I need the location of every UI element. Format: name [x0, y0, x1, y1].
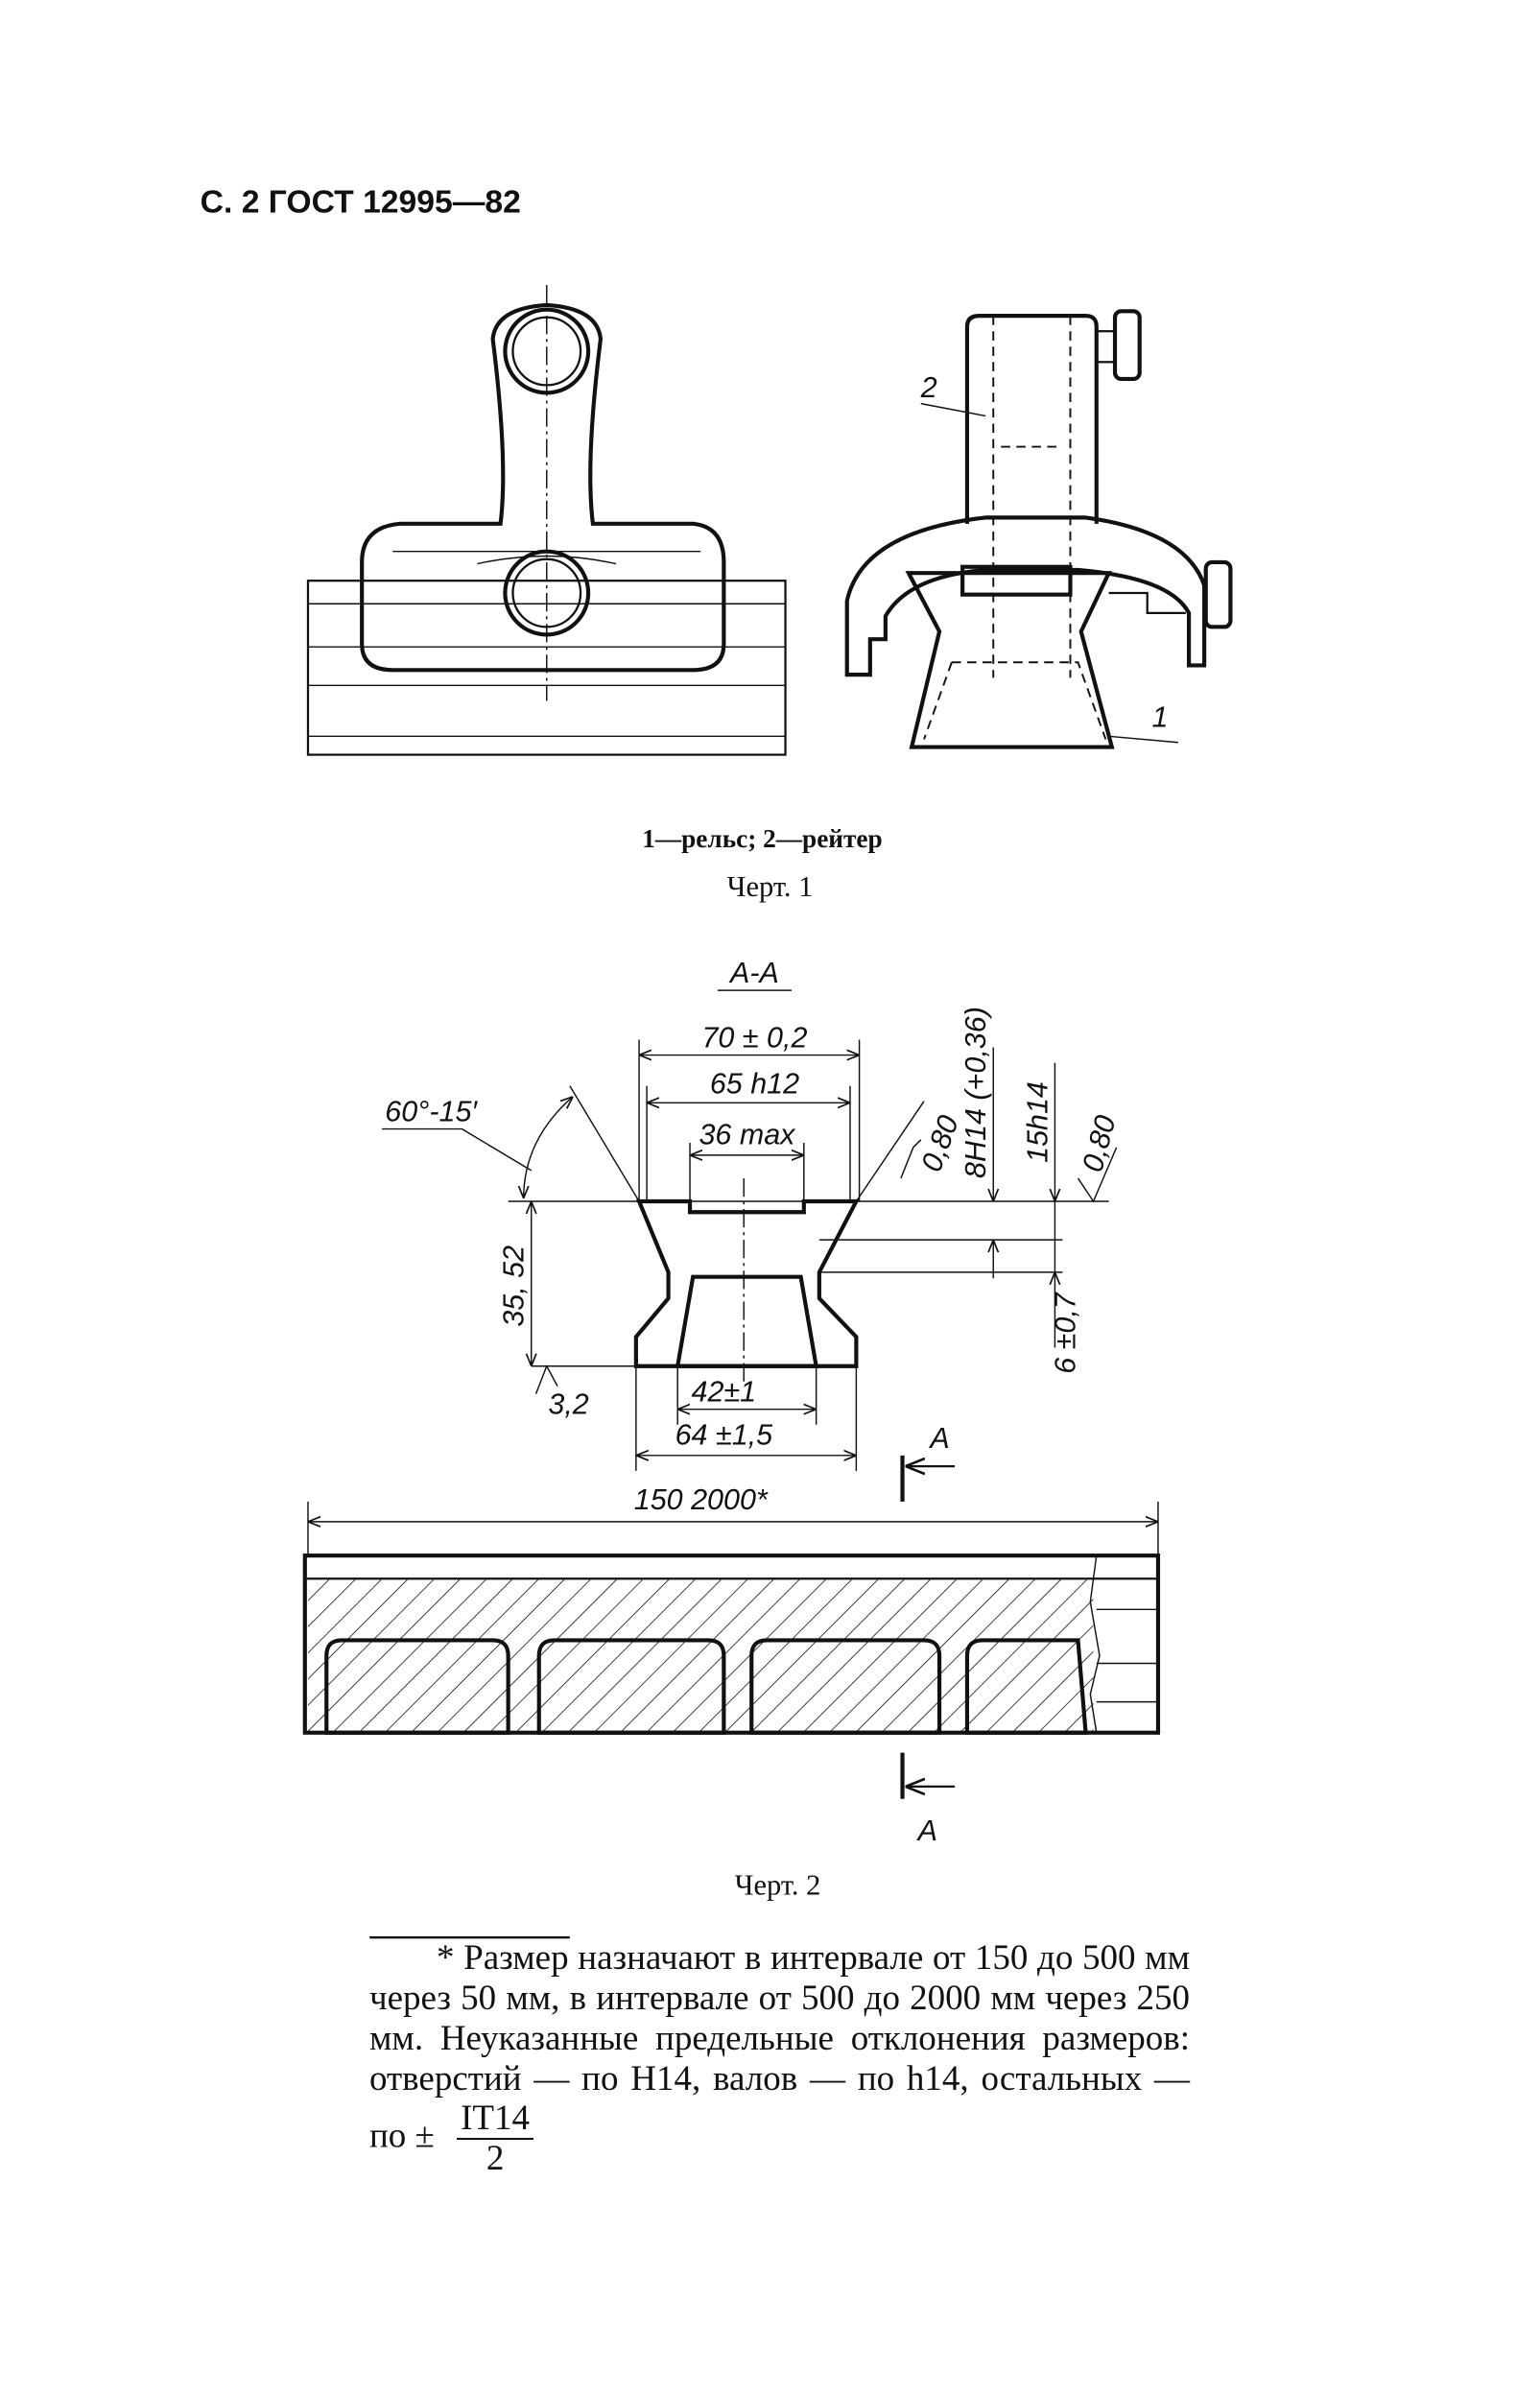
roughness-top: 0,80: [1076, 1112, 1122, 1175]
section-a-a: А-А 70 ± 0,2 65 h12 36 max 60°-15′ 35, 5: [382, 957, 1123, 1502]
roughness-side: 0,80: [915, 1111, 965, 1175]
section-mark-bottom: А: [916, 1814, 937, 1847]
page-header: С. 2 ГОСТ 12995—82: [201, 184, 521, 221]
figure1-caption: Черт. 1: [727, 870, 814, 903]
dim-width-fit: 65 h12: [710, 1068, 799, 1101]
footnote: * Размер назначают в интервале от 150 до…: [369, 1938, 1190, 2178]
dim-neck-height: 15h14: [1021, 1081, 1054, 1163]
figure1-legend: 1—рельс; 2—рейтер: [642, 824, 882, 853]
fraction: IT14 2: [457, 2099, 534, 2178]
dim-width-outer: 70 ± 0,2: [701, 1022, 807, 1055]
roughness-bottom: 3,2: [548, 1388, 588, 1421]
dim-length: 150 2000*: [634, 1483, 769, 1516]
label-rider: 2: [920, 371, 937, 404]
dim-base-width: 64 ±1,5: [675, 1419, 774, 1452]
dim-height: 35, 52: [498, 1245, 531, 1327]
section-mark-top: А: [928, 1422, 949, 1455]
dim-inner-width: 42±1: [692, 1376, 757, 1409]
dim-slot: 36 max: [699, 1119, 796, 1151]
rail-view: 150 2000* А: [302, 1483, 1161, 1847]
dim-neck: 6 ±0,7: [1049, 1292, 1081, 1374]
figure1-front-view: [306, 285, 787, 756]
figure2-caption: Черт. 2: [735, 1868, 821, 1901]
fraction-denominator: 2: [486, 2139, 505, 2178]
fraction-numerator: IT14: [457, 2099, 534, 2140]
label-rail: 1: [1152, 701, 1169, 734]
section-title: А-А: [728, 957, 779, 989]
figure1-side-view: 2 1: [844, 309, 1233, 749]
dim-slot-depth: 8H14 (+0,36): [960, 1007, 992, 1178]
footnote-text: * Размер назначают в интервале от 150 до…: [369, 1938, 1190, 2156]
dim-angle: 60°-15′: [385, 1096, 478, 1128]
